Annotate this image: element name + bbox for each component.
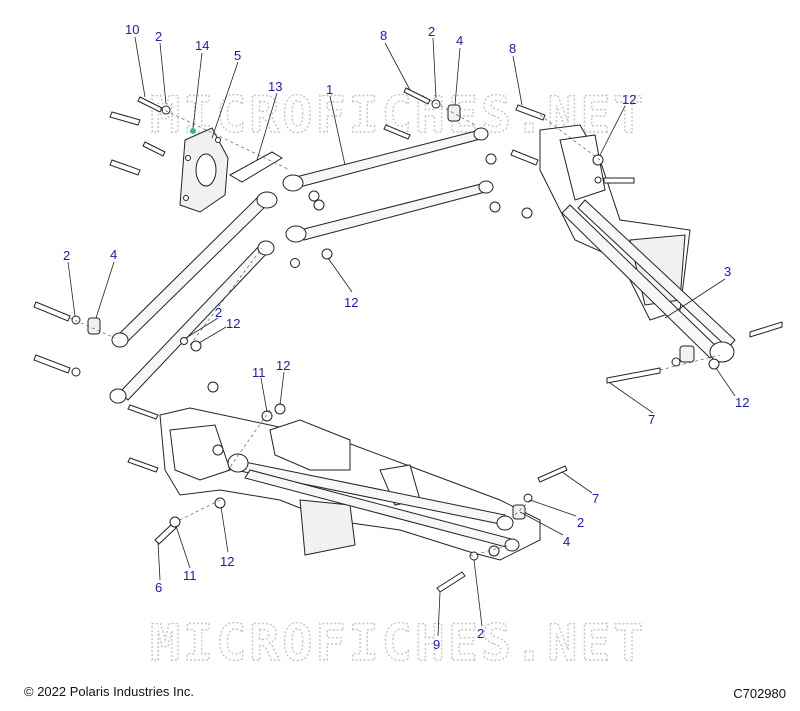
- callout-9: 9: [433, 637, 440, 652]
- callout-12: 12: [226, 316, 240, 331]
- callout-10: 10: [125, 22, 139, 37]
- leader-lines: [67, 36, 736, 637]
- callout-2: 2: [428, 24, 435, 39]
- callout-7: 7: [592, 491, 599, 506]
- shim-13: [228, 151, 283, 183]
- callout-4: 4: [110, 247, 117, 262]
- watermark-bottom: MICROFICHES.NET: [150, 614, 647, 672]
- callout-12: 12: [220, 554, 234, 569]
- callout-14: 14: [195, 38, 209, 53]
- callout-4: 4: [563, 534, 570, 549]
- callout-13: 13: [268, 79, 282, 94]
- callout-4: 4: [456, 33, 463, 48]
- illustration-code: C702980: [733, 686, 786, 701]
- radius-arm-3: [561, 199, 736, 363]
- callout-12: 12: [735, 395, 749, 410]
- callout-12: 12: [622, 92, 636, 107]
- lower-control-arm: [227, 453, 520, 552]
- callout-11: 11: [252, 365, 266, 380]
- callout-12: 12: [344, 295, 358, 310]
- assembly-lines: [69, 99, 721, 557]
- callout-5: 5: [234, 48, 241, 63]
- callout-2: 2: [155, 29, 162, 44]
- callout-12: 12: [276, 358, 290, 373]
- hardware: [71, 99, 720, 561]
- callout-2: 2: [577, 515, 584, 530]
- callout-7: 7: [648, 412, 655, 427]
- callout-8: 8: [380, 28, 387, 43]
- callout-3: 3: [724, 264, 731, 279]
- bolts: [33, 87, 783, 593]
- upper-control-arm-1: [282, 127, 494, 243]
- callout-11: 11: [183, 568, 197, 583]
- lower-left-control-arm: [109, 191, 278, 404]
- callout-2: 2: [63, 248, 70, 263]
- callout-8: 8: [509, 41, 516, 56]
- mounting-plate-5: [179, 127, 229, 213]
- callout-2: 2: [215, 305, 222, 320]
- callout-labels: 10 2 14 5 13 1 8 2 4 8 12 2 4 12 2 12 3 …: [63, 22, 749, 652]
- callout-2: 2: [477, 626, 484, 641]
- callout-1: 1: [326, 82, 333, 97]
- callout-6: 6: [155, 580, 162, 595]
- copyright-notice: © 2022 Polaris Industries Inc.: [24, 684, 194, 699]
